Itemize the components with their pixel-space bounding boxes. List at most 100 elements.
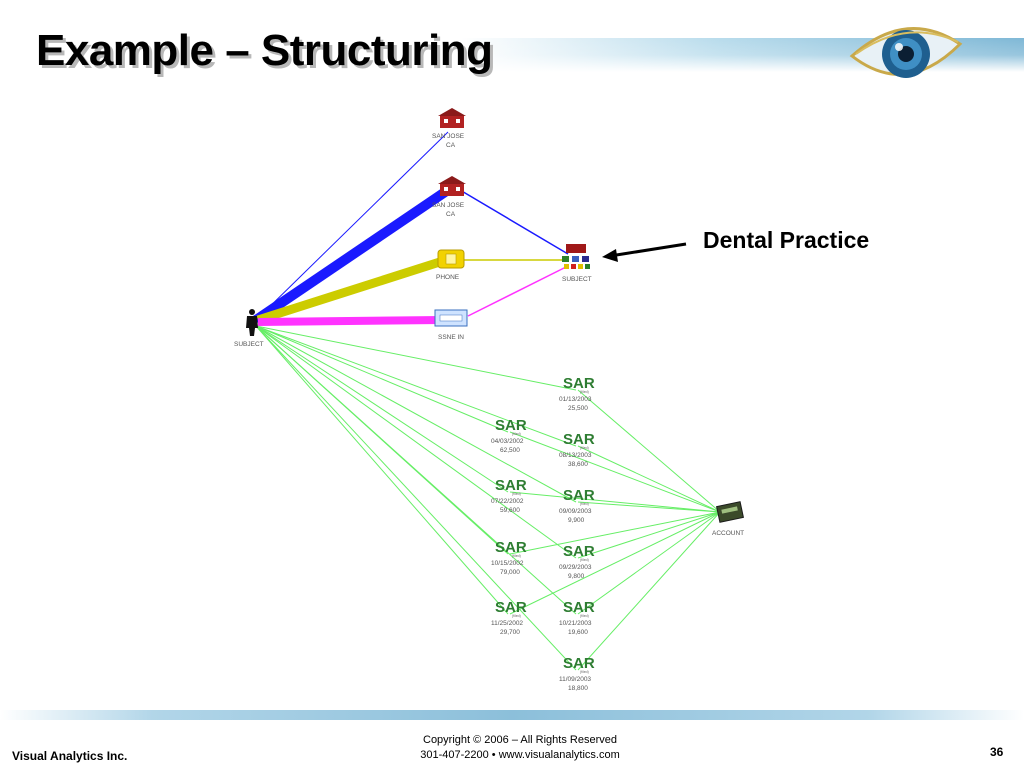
pointer-arrow-icon xyxy=(602,242,687,262)
link-subject-ssn xyxy=(257,316,443,326)
node-label: SUBJECT xyxy=(562,276,592,283)
link-house-2-org xyxy=(459,189,569,255)
sar-node[interactable]: SAR(filed) 01/13/2003 25,500 xyxy=(559,375,595,412)
sar-icon-sub: (filed) xyxy=(580,614,589,618)
id-card-icon xyxy=(434,309,468,327)
link-subject-sar xyxy=(255,325,577,615)
sar-date: 08/13/2003 xyxy=(559,452,592,459)
sar-links xyxy=(255,325,721,671)
subject-person-node[interactable]: SUBJECT xyxy=(234,309,264,348)
sar-date: 10/21/2003 xyxy=(559,620,592,627)
sar-date: 09/29/2003 xyxy=(559,564,592,571)
link-sar-account xyxy=(509,511,721,555)
slide-title: Example – Structuring xyxy=(36,26,493,75)
subject-links xyxy=(253,131,569,326)
sar-icon: SAR xyxy=(563,599,595,616)
sar-icon: SAR xyxy=(495,477,527,494)
link-subject-sar xyxy=(255,325,509,433)
sar-amount: 9,900 xyxy=(568,517,585,524)
sar-amount: 38,600 xyxy=(568,461,588,468)
ssn-node[interactable]: SSNE IN xyxy=(434,309,468,341)
sar-node[interactable]: SAR(filed) 07/22/2002 59,600 xyxy=(491,477,527,514)
link-sar-account xyxy=(577,511,721,671)
dental-practice-annotation: Dental Practice xyxy=(703,227,870,253)
link-subject-sar xyxy=(255,325,577,671)
sar-amount: 62,500 xyxy=(500,447,520,454)
sar-date: 11/09/2003 xyxy=(559,676,591,683)
sar-icon: SAR xyxy=(563,375,595,392)
sar-icon: SAR xyxy=(495,417,527,434)
link-sar-account xyxy=(577,389,721,513)
account-icon xyxy=(716,501,744,523)
sar-amount: 19,600 xyxy=(568,629,588,636)
organization-node[interactable]: SUBJECT xyxy=(562,244,592,283)
node-label: PHONE xyxy=(436,274,460,281)
link-sar-account xyxy=(509,431,721,513)
sar-nodes: SAR(filed)01/13/200325,500SAR(filed)04/0… xyxy=(491,375,595,692)
sar-amount: 25,500 xyxy=(568,405,588,412)
sar-date: 01/13/2003 xyxy=(559,396,592,403)
sar-date: 11/25/2002 xyxy=(491,620,523,627)
sar-date: 07/22/2002 xyxy=(491,498,524,505)
footer-band xyxy=(0,710,1024,720)
link-sar-account xyxy=(509,511,721,615)
node-label: CA xyxy=(446,142,456,149)
node-label: CA xyxy=(446,211,456,218)
house-icon xyxy=(438,176,466,196)
contact-line: 301-407-2200 • www.visualanalytics.com xyxy=(420,749,620,761)
sar-node[interactable]: SAR(filed) 11/09/2003 18,800 xyxy=(559,655,595,692)
footer-company-name: Visual Analytics Inc. xyxy=(12,749,128,763)
link-subject-sar xyxy=(255,325,577,503)
person-icon xyxy=(246,309,258,336)
sar-amount: 79,000 xyxy=(500,569,520,576)
sar-icon: SAR xyxy=(563,655,595,672)
link-sar-account xyxy=(577,511,721,615)
sar-amount: 18,800 xyxy=(568,685,588,692)
sar-icon: SAR xyxy=(495,599,527,616)
sar-icon-sub: (filed) xyxy=(580,390,589,394)
link-subject-phone xyxy=(256,255,448,325)
copyright-line: Copyright © 2006 – All Rights Reserved xyxy=(423,734,617,746)
house-node-2[interactable]: SAN JOSE CA xyxy=(432,176,466,218)
sar-icon-sub: (filed) xyxy=(580,446,589,450)
sar-icon-sub: (filed) xyxy=(580,502,589,506)
sar-amount: 9,800 xyxy=(568,573,585,580)
account-node[interactable]: ACCOUNT xyxy=(712,501,744,537)
node-label: SSNE IN xyxy=(438,334,464,341)
sar-amount: 59,600 xyxy=(500,507,520,514)
link-sar-account xyxy=(577,501,721,513)
node-label: ACCOUNT xyxy=(712,530,744,537)
link-subject-sar xyxy=(255,325,509,493)
link-subject-sar xyxy=(255,325,577,391)
link-subject-sar xyxy=(255,325,577,559)
link-ssn-org xyxy=(467,265,569,317)
page-number: 36 xyxy=(990,745,1004,759)
sar-date: 10/15/2002 xyxy=(491,560,524,567)
node-label: SAN JOSE xyxy=(432,133,465,140)
phone-node[interactable]: PHONE xyxy=(436,249,465,281)
sar-icon-sub: (filed) xyxy=(580,670,589,674)
sar-node[interactable]: SAR(filed) 09/29/2003 9,800 xyxy=(559,543,595,580)
node-label: SAN JOSE xyxy=(432,202,465,209)
house-node-1[interactable]: SAN JOSE CA xyxy=(432,108,466,149)
sar-node[interactable]: SAR(filed) 10/21/2003 19,600 xyxy=(559,599,595,636)
sar-icon-sub: (filed) xyxy=(512,492,521,496)
link-sar-account xyxy=(509,491,721,513)
link-subject-house-2 xyxy=(253,185,451,325)
sar-icon: SAR xyxy=(495,539,527,556)
link-subject-house-1 xyxy=(253,131,449,323)
sar-date: 09/09/2003 xyxy=(559,508,592,515)
sar-icon-sub: (filed) xyxy=(512,432,521,436)
sar-date: 04/03/2002 xyxy=(491,438,524,445)
sar-icon-sub: (filed) xyxy=(512,614,521,618)
link-subject-sar xyxy=(255,325,577,447)
link-subject-sar xyxy=(255,325,509,615)
sar-icon: SAR xyxy=(563,543,595,560)
sar-icon-sub: (filed) xyxy=(580,558,589,562)
sar-node[interactable]: SAR(filed) 04/03/2002 62,500 xyxy=(491,417,527,454)
link-sar-account xyxy=(577,445,721,513)
